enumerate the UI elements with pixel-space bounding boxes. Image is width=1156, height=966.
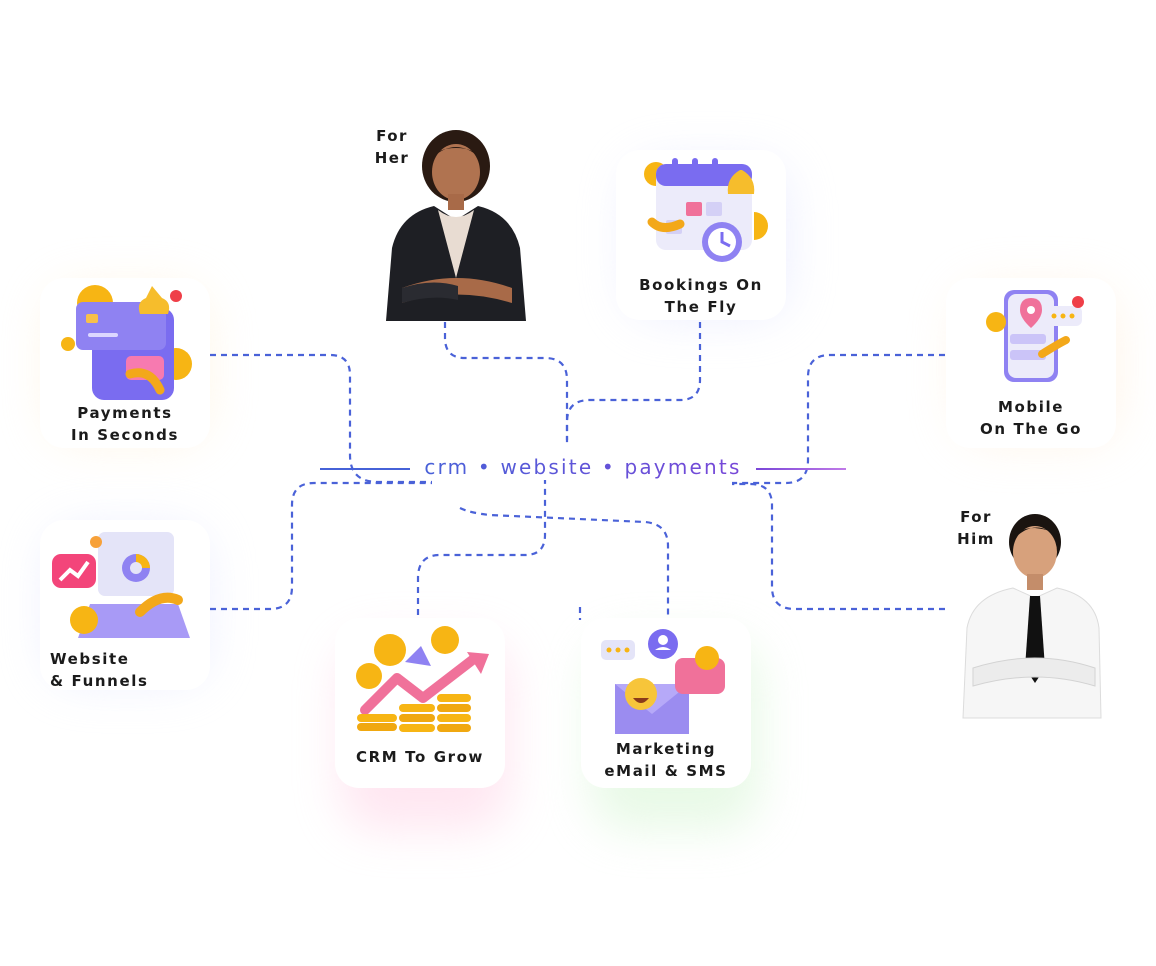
card-website-label: Website & Funnels — [50, 650, 149, 690]
hub-label: crm • website • payments — [410, 455, 756, 479]
connector-website — [210, 481, 432, 611]
connector-crm — [416, 480, 547, 615]
growth-coins-icon — [356, 626, 489, 732]
card-payments-label: Payments In Seconds — [71, 404, 179, 444]
email-envelope-icon — [601, 629, 725, 734]
man-portrait-icon — [962, 514, 1102, 719]
payment-card-icon — [61, 285, 192, 400]
connector-marketing — [459, 507, 670, 615]
card-marketing[interactable]: Marketing eMail & SMS — [581, 618, 751, 788]
card-website[interactable]: Website & Funnels — [40, 520, 210, 690]
connector-payments — [210, 353, 432, 484]
connector-mobile — [732, 353, 945, 485]
card-payments[interactable]: Payments In Seconds — [40, 278, 210, 448]
card-crm-label: CRM To Grow — [356, 748, 484, 766]
card-mobile[interactable]: Mobile On The Go — [946, 278, 1116, 448]
card-crm[interactable]: CRM To Grow — [335, 618, 505, 788]
for-him-label: For Him — [957, 508, 995, 548]
connector-her — [443, 322, 569, 440]
card-marketing-label: Marketing eMail & SMS — [604, 740, 728, 780]
woman-portrait-icon — [386, 130, 526, 321]
card-bookings-label: Bookings On The Fly — [639, 276, 763, 316]
hub-line-left — [320, 468, 410, 470]
hub-line-right — [756, 468, 846, 470]
card-mobile-label: Mobile On The Go — [980, 398, 1082, 438]
mobile-map-icon — [986, 290, 1084, 382]
card-bookings[interactable]: Bookings On The Fly — [616, 150, 786, 320]
connector-bookings — [565, 322, 702, 445]
connector-him — [732, 482, 945, 611]
calendar-clock-icon — [644, 158, 768, 262]
for-her-label: For Her — [374, 127, 410, 167]
website-chart-icon — [52, 532, 190, 638]
